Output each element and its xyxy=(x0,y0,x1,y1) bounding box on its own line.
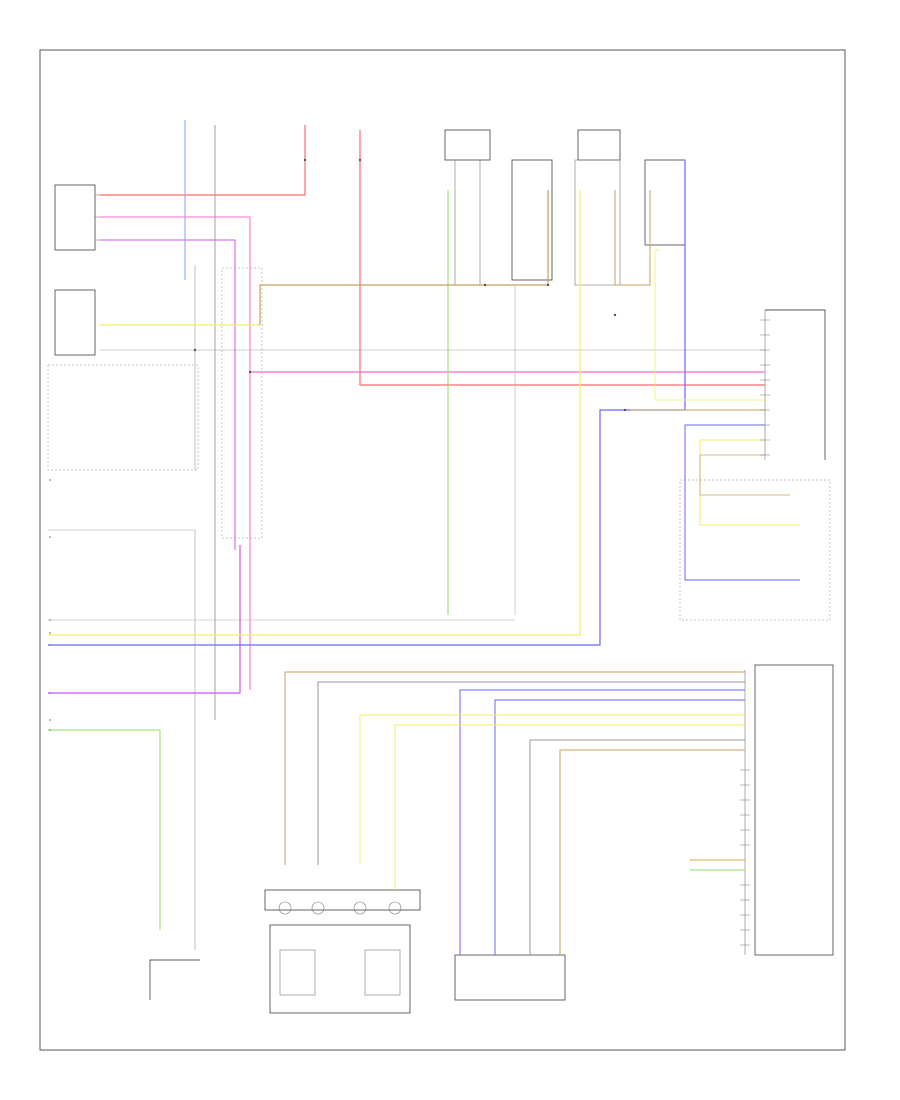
top-module-2 xyxy=(511,159,553,281)
wire-yellow xyxy=(654,249,765,401)
wire-yellow xyxy=(394,724,745,890)
wire-yellow xyxy=(359,714,745,865)
wire-blue xyxy=(494,699,745,955)
wire-blue xyxy=(459,689,745,955)
wire-tan xyxy=(699,454,790,496)
top-module-1 xyxy=(444,129,491,285)
diagram-frame xyxy=(39,49,846,1051)
top-module-4 xyxy=(644,159,686,246)
wire-tan xyxy=(259,190,549,325)
wire-pink xyxy=(100,216,251,690)
bottom-right-module xyxy=(454,954,566,1001)
wire-green xyxy=(48,729,161,930)
wire-red xyxy=(100,125,306,196)
wire-red xyxy=(359,130,765,386)
junction-dots xyxy=(193,158,627,412)
junction-connector xyxy=(221,267,263,539)
left-dashed-region xyxy=(47,364,199,471)
wire-tan xyxy=(529,739,745,955)
wire-yellow xyxy=(48,190,581,636)
wire-tan xyxy=(317,681,745,865)
wire-tan xyxy=(284,671,745,865)
top-module-3 xyxy=(574,129,621,286)
right-module-upper xyxy=(764,309,826,460)
right-module-lower xyxy=(744,664,834,956)
wire-violet xyxy=(48,545,241,694)
wire-blue xyxy=(684,424,800,581)
wire-yellow xyxy=(699,439,800,526)
bottom-center-module xyxy=(264,889,421,1014)
wire-tan xyxy=(614,190,651,286)
left-pin-markers xyxy=(49,479,51,731)
wire-blue xyxy=(48,160,686,646)
wire-violet xyxy=(100,239,236,550)
terminal-pins xyxy=(740,319,770,946)
bottom-left-connector xyxy=(149,959,200,1000)
wire-tan xyxy=(559,749,745,955)
left-connector-middle xyxy=(54,289,96,356)
right-switch-box xyxy=(679,479,831,621)
